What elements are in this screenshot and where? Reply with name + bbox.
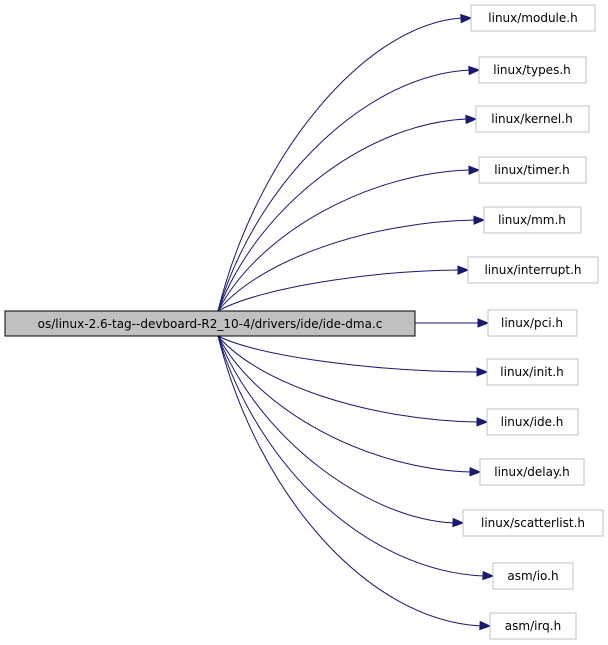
include-label: linux/module.h — [488, 11, 577, 25]
include-edge — [217, 335, 472, 473]
edge-arrowhead — [476, 417, 489, 427]
include-edge — [217, 17, 463, 312]
include-node-asm-io[interactable]: asm/io.h — [492, 562, 574, 590]
include-node-timer[interactable]: linux/timer.h — [478, 156, 587, 184]
include-box — [487, 309, 578, 337]
edge-arrowhead — [452, 517, 465, 528]
include-node-types[interactable]: linux/types.h — [478, 56, 587, 84]
include-edge — [217, 118, 468, 312]
include-label: linux/types.h — [493, 63, 571, 77]
include-edge — [217, 219, 476, 312]
include-box — [483, 206, 582, 234]
include-box — [479, 458, 585, 486]
include-node-pci[interactable]: linux/pci.h — [487, 309, 578, 337]
nodes: os/linux-2.6-tag--devboard-R2_10-4/drive… — [4, 4, 604, 640]
include-node-module[interactable]: linux/module.h — [470, 4, 596, 32]
include-node-delay[interactable]: linux/delay.h — [479, 458, 585, 486]
include-node-scatterlist[interactable]: linux/scatterlist.h — [462, 509, 604, 537]
include-box — [478, 156, 587, 184]
include-box — [486, 408, 579, 436]
include-label: linux/delay.h — [494, 465, 570, 479]
include-label: linux/timer.h — [494, 163, 569, 177]
include-node-init[interactable]: linux/init.h — [486, 358, 579, 386]
include-edge — [217, 335, 479, 423]
include-box — [486, 358, 579, 386]
include-label: asm/io.h — [507, 569, 558, 583]
source-file-node[interactable]: os/linux-2.6-tag--devboard-R2_10-4/drive… — [4, 310, 416, 337]
include-box — [462, 509, 604, 537]
edge-arrowhead — [465, 114, 478, 125]
edges — [217, 13, 495, 631]
edge-arrowhead — [457, 265, 470, 275]
include-box — [467, 256, 599, 284]
include-node-kernel[interactable]: linux/kernel.h — [475, 105, 590, 133]
include-box — [470, 4, 596, 32]
edge-arrowhead — [473, 215, 486, 225]
include-node-mm[interactable]: linux/mm.h — [483, 206, 582, 234]
include-label: linux/ide.h — [501, 415, 564, 429]
edge-arrowhead — [468, 165, 481, 176]
include-edge — [217, 335, 479, 373]
edge-arrowhead — [460, 13, 473, 24]
edge-arrowhead — [476, 367, 489, 377]
include-box — [475, 105, 590, 133]
include-edge — [217, 335, 482, 627]
include-edge — [217, 69, 471, 312]
source-file-box — [4, 310, 416, 337]
source-file-label: os/linux-2.6-tag--devboard-R2_10-4/drive… — [38, 317, 383, 331]
include-label: asm/irq.h — [505, 619, 561, 633]
edge-arrowhead — [477, 318, 490, 328]
include-label: linux/kernel.h — [491, 112, 572, 126]
include-label: linux/mm.h — [498, 213, 566, 227]
include-label: linux/init.h — [500, 365, 563, 379]
edge-arrowhead — [469, 466, 482, 477]
include-node-ide[interactable]: linux/ide.h — [486, 408, 579, 436]
include-edge — [217, 335, 485, 577]
include-label: linux/scatterlist.h — [481, 516, 585, 530]
include-edge — [217, 269, 460, 312]
include-node-asm-irq[interactable]: asm/irq.h — [489, 612, 577, 640]
include-label: linux/pci.h — [501, 316, 563, 330]
include-box — [489, 612, 577, 640]
edge-arrowhead — [468, 65, 481, 76]
include-box — [478, 56, 587, 84]
include-box — [492, 562, 574, 590]
include-node-interrupt[interactable]: linux/interrupt.h — [467, 256, 599, 284]
include-label: linux/interrupt.h — [484, 263, 581, 277]
include-edge — [217, 335, 455, 524]
edge-arrowhead — [482, 570, 495, 581]
edge-arrowhead — [479, 620, 492, 631]
include-edge — [217, 169, 471, 312]
